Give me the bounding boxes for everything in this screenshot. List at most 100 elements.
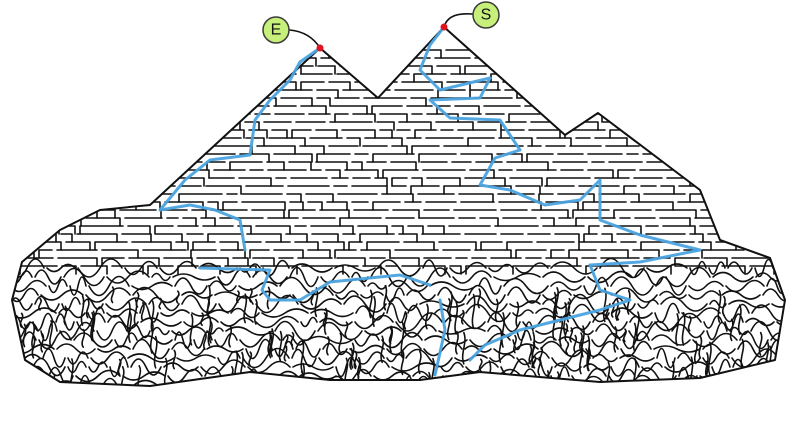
maze-wall: [501, 312, 505, 348]
maze-wall: [646, 263, 688, 273]
maze-wall: [513, 334, 517, 354]
maze-wall: [100, 105, 114, 115]
maze-wall: [307, 335, 353, 345]
maze-wall: [717, 289, 722, 323]
maze-wall: [238, 177, 272, 187]
maze-wall: [688, 73, 706, 83]
maze-wall: [94, 241, 128, 251]
maze-wall: [479, 217, 499, 227]
maze-wall: [531, 341, 536, 359]
maze-wall: [174, 49, 208, 59]
maze-wall: [659, 217, 691, 227]
maze-wall: [376, 121, 395, 131]
maze-wall: [299, 145, 325, 155]
maze-wall: [700, 105, 727, 115]
maze-wall: [515, 262, 549, 274]
maze-wall: [97, 345, 131, 353]
maze-wall: [196, 257, 229, 267]
maze-wall: [733, 137, 770, 147]
maze-wall: [310, 308, 354, 318]
maze-wall: [295, 340, 321, 358]
maze-wall: [34, 269, 62, 285]
end-connector: [289, 29, 321, 49]
maze-wall: [341, 129, 376, 139]
maze-wall: [640, 241, 668, 251]
maze-wall: [403, 324, 437, 338]
maze-wall: [614, 49, 637, 59]
maze-wall: [469, 89, 501, 99]
maze-wall: [318, 350, 354, 366]
maze-wall: [325, 169, 341, 179]
maze-wall: [357, 225, 388, 235]
maze-wall: [683, 113, 695, 123]
maze-wall: [552, 308, 557, 341]
maze-wall: [386, 342, 422, 356]
maze-wall: [172, 349, 177, 370]
maze-wall: [101, 249, 139, 259]
maze-wall: [122, 57, 166, 67]
maze-wall: [509, 177, 543, 187]
maze-wall: [660, 296, 708, 312]
maze-wall: [761, 225, 779, 235]
maze-wall: [388, 327, 393, 345]
maze-wall: [629, 315, 653, 329]
maze-wall: [498, 201, 542, 211]
maze-wall: [506, 241, 533, 251]
maze-wall: [766, 185, 785, 195]
maze-wall: [147, 265, 174, 275]
maze-wall: [509, 300, 541, 308]
maze-wall: [202, 65, 242, 75]
maze-wall: [288, 209, 316, 219]
end-marker[interactable]: E: [262, 16, 324, 52]
maze-wall: [464, 65, 492, 75]
maze-wall: [110, 286, 115, 304]
maze-wall: [400, 65, 433, 75]
maze-wall: [19, 97, 49, 107]
maze-wall: [662, 225, 696, 235]
maze-wall: [768, 97, 781, 107]
maze-wall: [418, 153, 457, 163]
maze-wall: [632, 357, 637, 386]
maze-wall: [178, 193, 223, 203]
maze-wall: [570, 326, 594, 336]
maze-wall: [542, 381, 580, 386]
maze-wall: [12, 287, 39, 303]
maze-wall: [579, 332, 583, 351]
maze-wall: [310, 225, 354, 235]
maze-wall: [114, 121, 158, 131]
maze-wall: [330, 105, 368, 115]
maze-wall: [174, 277, 208, 295]
maze-wall: [559, 313, 591, 331]
maze-wall: [12, 376, 31, 386]
maze-wall: [531, 49, 558, 59]
maze-wall: [392, 209, 420, 219]
maze-wall: [48, 278, 68, 294]
maze-wall: [85, 217, 121, 227]
maze-wall: [300, 65, 314, 75]
maze-wall: [316, 89, 339, 99]
maze-wall: [19, 153, 35, 163]
maze-wall: [438, 241, 477, 251]
maze-wall: [703, 315, 723, 329]
maze-wall: [632, 57, 663, 67]
maze-wall: [206, 298, 211, 318]
maze-wall: [326, 336, 330, 356]
maze-wall: [379, 129, 393, 139]
maze-wall: [81, 328, 86, 348]
maze-wall: [299, 372, 337, 380]
start-marker[interactable]: S: [440, 1, 500, 31]
maze-wall: [642, 153, 687, 163]
maze-wall: [758, 331, 763, 356]
maze-wall: [114, 332, 138, 348]
maze-wall: [702, 169, 725, 179]
maze-wall: [85, 298, 90, 319]
maze-wall: [583, 276, 609, 296]
maze-wall: [568, 249, 597, 259]
maze-wall: [278, 330, 283, 363]
maze-wall: [592, 312, 628, 332]
maze-wall: [592, 353, 618, 363]
maze-wall: [688, 290, 720, 300]
maze-wall: [610, 276, 654, 296]
maze-wall: [468, 284, 506, 306]
